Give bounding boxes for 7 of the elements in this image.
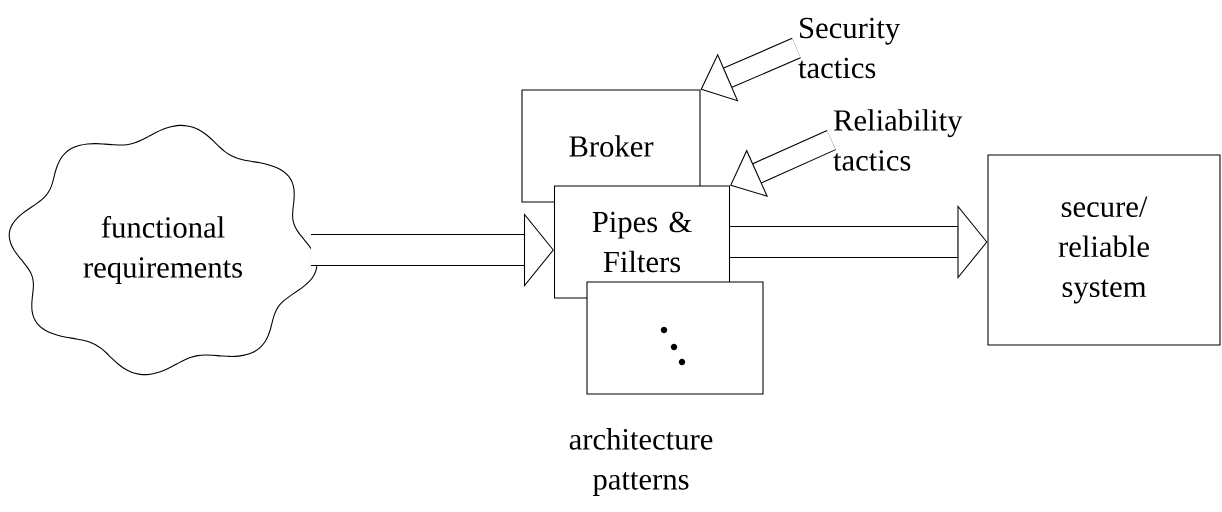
tactic-label: Reliability tactics xyxy=(833,109,963,171)
pattern-box xyxy=(586,281,764,395)
hollow-arrow xyxy=(730,129,836,198)
tactic-label: Security tactics xyxy=(798,17,901,79)
hollow-arrow xyxy=(700,37,801,102)
caption-text: architecture patterns xyxy=(569,428,713,496)
system-box: secure/ reliable system xyxy=(987,154,1221,346)
